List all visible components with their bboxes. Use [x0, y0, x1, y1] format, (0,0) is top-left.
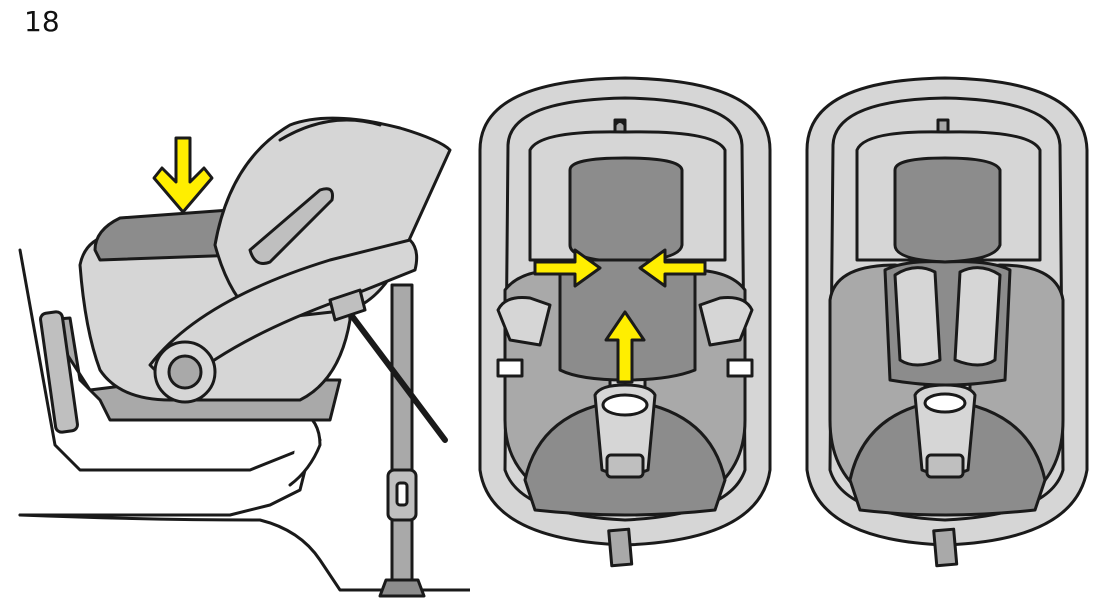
carrier-handle-grip: [248, 187, 334, 265]
headrest-center: [893, 156, 1002, 264]
arrow-right: [533, 248, 602, 288]
support-leg-foot: [378, 578, 426, 598]
handle-pivot-center: [167, 354, 203, 390]
arrow-group: [533, 248, 707, 384]
support-leg-button: [395, 481, 409, 507]
arrow-left: [638, 248, 707, 288]
base-strut: [337, 297, 448, 443]
vehicle-seat-cushion-edge: [18, 448, 312, 517]
buckle-release-button: [925, 453, 965, 479]
harness-pad-left: [893, 266, 942, 367]
carry-handle: [148, 238, 419, 392]
buckle-tongue-left: [496, 358, 524, 378]
arrow-down: [152, 136, 214, 214]
front-view-closed-illustration: [795, 0, 1106, 616]
page-number: 18: [24, 5, 60, 38]
handle-latch: [328, 288, 367, 322]
buckle-slot: [923, 392, 967, 414]
vehicle-seat-cushion-bottom: [18, 513, 470, 592]
shoulder-pad-left: [496, 296, 552, 347]
bottom-strap: [607, 527, 634, 568]
bottom-strap: [932, 527, 959, 568]
buckle-release-button: [605, 453, 645, 479]
shoulder-pad-right: [698, 296, 754, 347]
side-view-svg: [18, 116, 470, 598]
buckle-tongue-right: [726, 358, 754, 378]
harness-pad-right: [953, 266, 1002, 367]
canopy-ridge: [278, 118, 382, 142]
headrest-center: [568, 156, 684, 264]
support-leg: [390, 283, 414, 587]
isofix-connector: [39, 310, 79, 434]
front-closed-svg: [805, 76, 1089, 568]
side-view-illustration: [0, 0, 470, 616]
buckle-slot: [601, 393, 649, 417]
front-open-svg: [478, 76, 772, 568]
front-view-open-illustration: [470, 0, 790, 616]
arrow-up: [604, 310, 646, 384]
